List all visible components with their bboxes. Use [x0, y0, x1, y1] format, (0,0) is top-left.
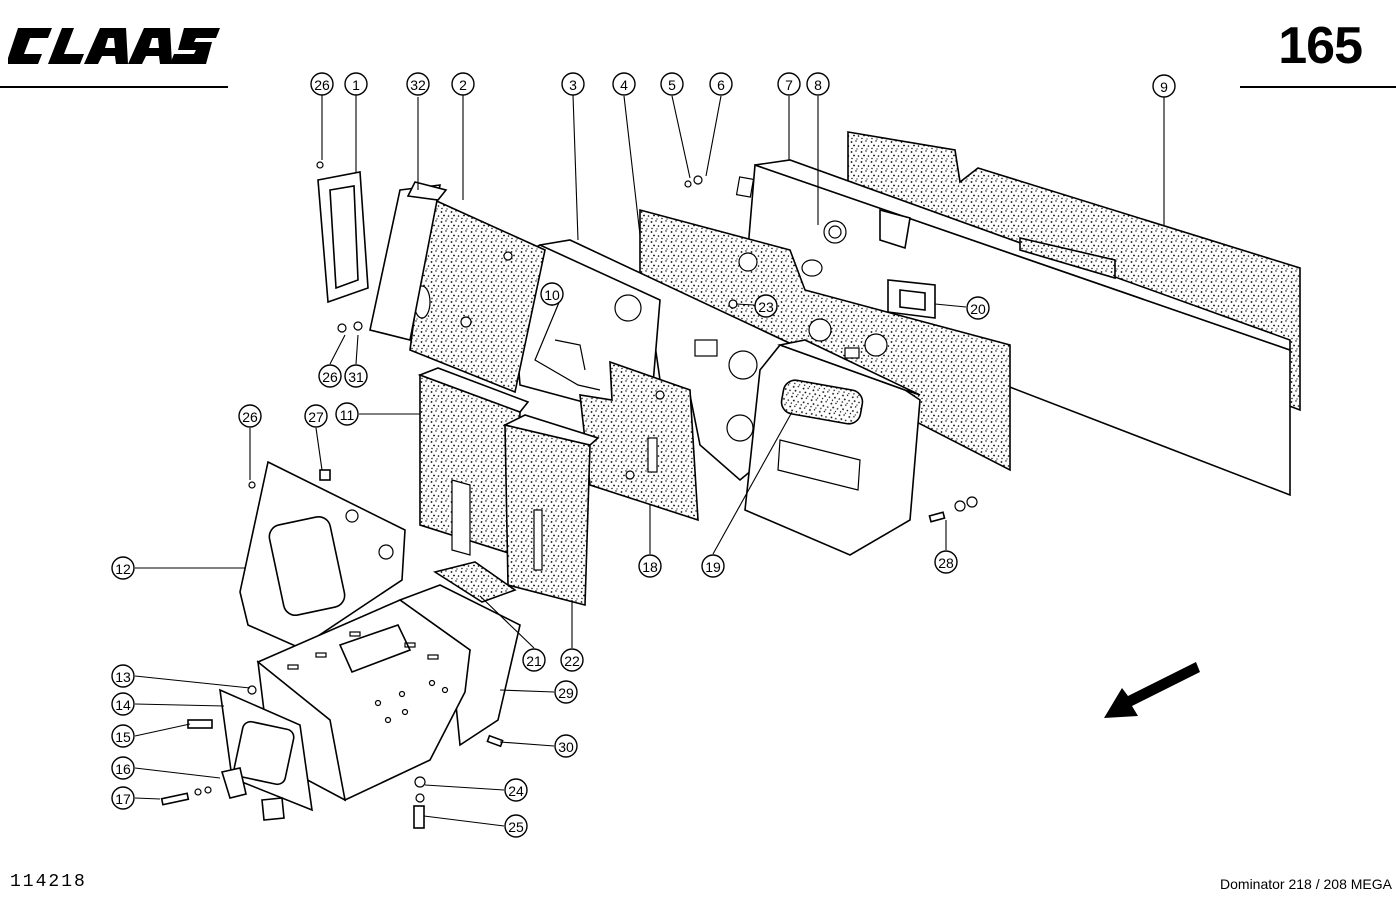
callout-13: 13: [111, 664, 135, 688]
callout-label: 6: [717, 77, 725, 93]
callout-label: 15: [115, 729, 131, 745]
callout-31: 31: [344, 364, 368, 388]
callout-label: 30: [558, 739, 574, 755]
leader-lines: [134, 94, 1165, 827]
small-box: [887, 279, 936, 319]
callout-23: 23: [754, 294, 778, 318]
gasket-frame: [317, 171, 369, 304]
callout-15: 15: [111, 724, 135, 748]
callout-7: 7: [777, 72, 801, 96]
callout-8: 8: [806, 72, 830, 96]
header-rule-left: [0, 86, 228, 88]
callout-label: 24: [508, 783, 524, 799]
callout-label: 23: [758, 299, 774, 315]
callout-label: 16: [115, 761, 131, 777]
bent-tube: [534, 299, 601, 391]
callout-label: 31: [348, 369, 364, 385]
callout-label: 8: [814, 77, 822, 93]
callout-label: 32: [410, 77, 426, 93]
callout-2: 2: [451, 72, 475, 96]
callout-9: 9: [1152, 74, 1176, 98]
callout-label: 12: [115, 561, 131, 577]
callout-32: 32: [406, 72, 430, 96]
callout-label: 4: [620, 77, 628, 93]
callout-24: 24: [504, 778, 528, 802]
callout-label: 17: [115, 791, 131, 807]
callout-12: 12: [111, 556, 135, 580]
callout-label: 26: [242, 409, 258, 425]
callout-1: 1: [344, 72, 368, 96]
callout-label: 20: [970, 301, 986, 317]
arrow-icon: [1104, 662, 1200, 718]
foam-plate: [579, 360, 699, 522]
callout-label: 28: [938, 555, 954, 571]
callout-label: 26: [322, 369, 338, 385]
callout-label: 1: [352, 77, 360, 93]
callout-17: 17: [111, 786, 135, 810]
callout-29: 29: [554, 680, 578, 704]
callout-27: 27: [304, 404, 328, 428]
callout-label: 26: [314, 77, 330, 93]
callout-28: 28: [934, 550, 958, 574]
callout-11: 11: [335, 402, 359, 426]
callout-label: 13: [115, 669, 131, 685]
rear-foam-panel: [735, 131, 1301, 497]
foam-block-right: [502, 414, 600, 607]
callout-10: 10: [540, 282, 564, 306]
claas-logo: [8, 28, 220, 64]
side-panel: [239, 460, 406, 649]
drawing-number: 114218: [10, 872, 87, 892]
callout-18: 18: [638, 554, 662, 578]
callout-30: 30: [554, 734, 578, 758]
callout-14: 14: [111, 692, 135, 716]
callout-label: 11: [340, 407, 355, 423]
callout-label: 2: [459, 77, 467, 93]
callout-6: 6: [709, 72, 733, 96]
callout-label: 22: [564, 653, 580, 669]
handle-housing: [744, 339, 921, 556]
callout-label: 9: [1160, 79, 1168, 95]
callout-21: 21: [522, 648, 546, 672]
callout-26: 26: [310, 72, 334, 96]
fasteners: [160, 161, 978, 829]
callout-label: 25: [508, 819, 524, 835]
callout-label: 5: [668, 77, 676, 93]
header-rule-right: [1240, 86, 1396, 88]
callout-label: 3: [569, 77, 577, 93]
callout-label: 19: [705, 559, 721, 575]
callout-16: 16: [111, 756, 135, 780]
callout-4: 4: [612, 72, 636, 96]
callout-3: 3: [561, 72, 585, 96]
model-label: Dominator 218 / 208 MEGA: [1220, 876, 1392, 892]
callout-5: 5: [660, 72, 684, 96]
callout-label: 18: [642, 559, 658, 575]
page-number: 165: [1278, 17, 1363, 75]
callout-26: 26: [318, 364, 342, 388]
callout-label: 21: [526, 653, 542, 669]
callout-label: 10: [544, 287, 560, 303]
callout-label: 7: [785, 77, 793, 93]
left-bracket: [369, 181, 448, 341]
callout-19: 19: [701, 554, 725, 578]
callout-20: 20: [966, 296, 990, 320]
callout-label: 27: [308, 409, 324, 425]
foam-block-left: [417, 367, 530, 557]
wedge-pad: [433, 561, 517, 603]
callout-label: 29: [558, 685, 574, 701]
callout-26: 26: [238, 404, 262, 428]
callout-22: 22: [560, 648, 584, 672]
callout-25: 25: [504, 814, 528, 838]
callout-label: 14: [115, 697, 131, 713]
